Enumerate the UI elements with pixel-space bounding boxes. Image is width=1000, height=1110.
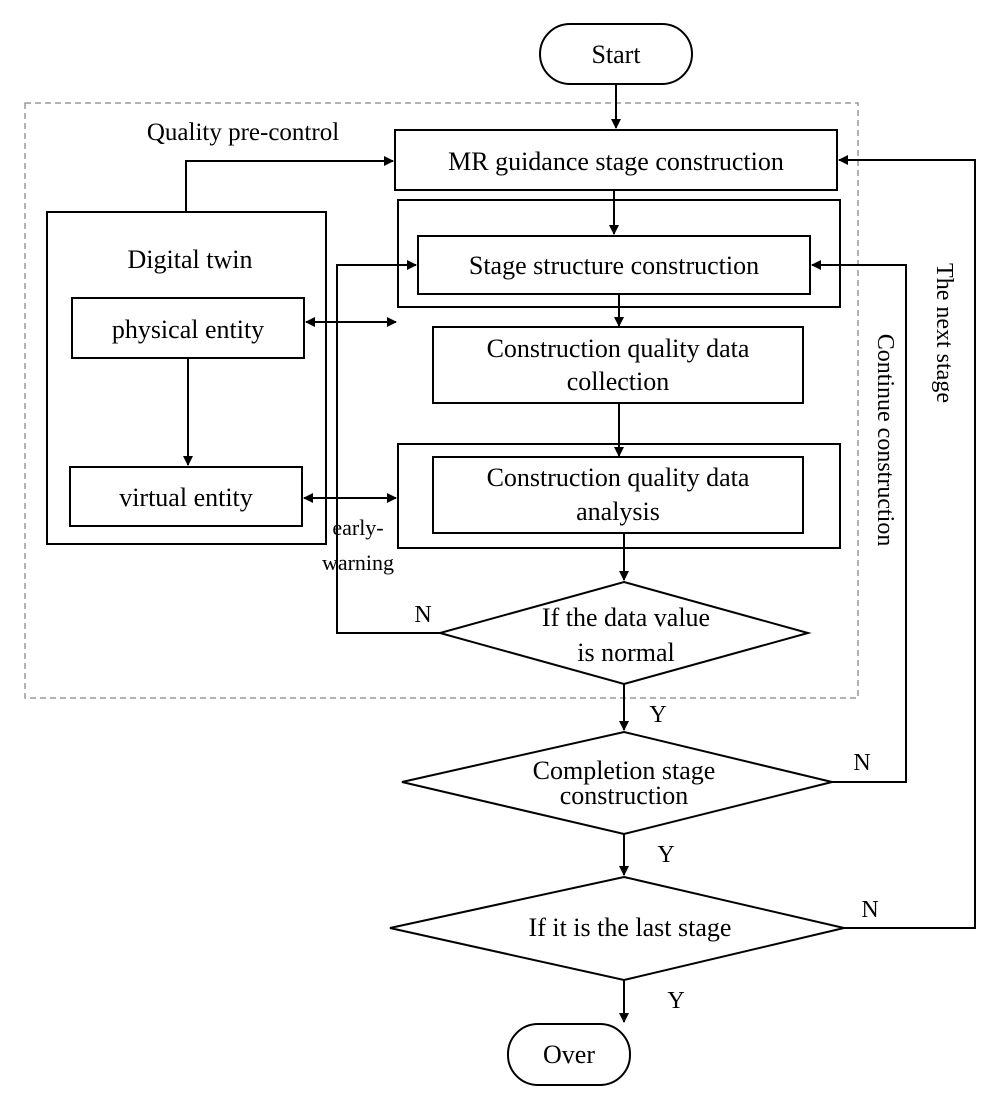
edge-digital-twin-to-mr [185,156,394,212]
digital-twin-label: Digital twin [128,245,253,274]
decision-completion-label-line2: construction [560,781,689,810]
edge-label-y-normal: Y [649,702,666,728]
quality-pre-control-label: Quality pre-control [147,119,339,146]
edge-completion-no-loop [811,260,907,783]
virtual-entity-box [69,466,303,527]
start-label: Start [591,40,641,69]
physical-entity-label: physical entity [112,315,264,344]
continue-construction-label: Continue construction [872,334,898,547]
mr-guidance-label: MR guidance stage construction [448,147,784,176]
physical-entity-box [71,297,305,359]
data-analysis-label-line1: Construction quality data [487,463,750,492]
decision-data-normal [436,580,812,686]
data-collection-box [432,326,804,404]
data-collection-label-line1: Construction quality data [487,334,750,363]
next-stage-label: The next stage [931,263,957,403]
stage-structure-label: Stage structure construction [469,251,759,280]
edge-normal-no-loop [336,260,440,634]
edge-label-y-completion: Y [657,842,674,868]
data-analysis-label-line2: analysis [576,497,660,526]
over-label: Over [543,1040,595,1069]
quality-pre-control-group [24,102,859,699]
decision-last-stage-label: If it is the last stage [529,913,732,942]
edge-label-n-completion: N [853,750,870,776]
edge-last-no-loop [838,155,976,929]
virtual-entity-label: virtual entity [119,483,253,512]
early-warning-label-line1: early- [332,515,383,540]
data-collection-label-line2: collection [567,367,670,396]
over-terminal [507,1023,631,1086]
analysis-group-box [397,443,841,549]
decision-data-normal-label-line2: is normal [577,638,675,667]
edge-label-n-last: N [861,897,878,923]
data-analysis-box [432,456,804,534]
decision-data-normal-label-line1: If the data value [542,603,710,632]
edge-label-n-normal: N [414,602,431,628]
decision-completion-label-line1: Completion stage [533,756,716,785]
mr-guidance-box [394,129,838,191]
early-warning-label-line2: warning [322,550,394,575]
stage-structure-box [417,235,811,295]
edge-label-y-last: Y [667,988,684,1014]
